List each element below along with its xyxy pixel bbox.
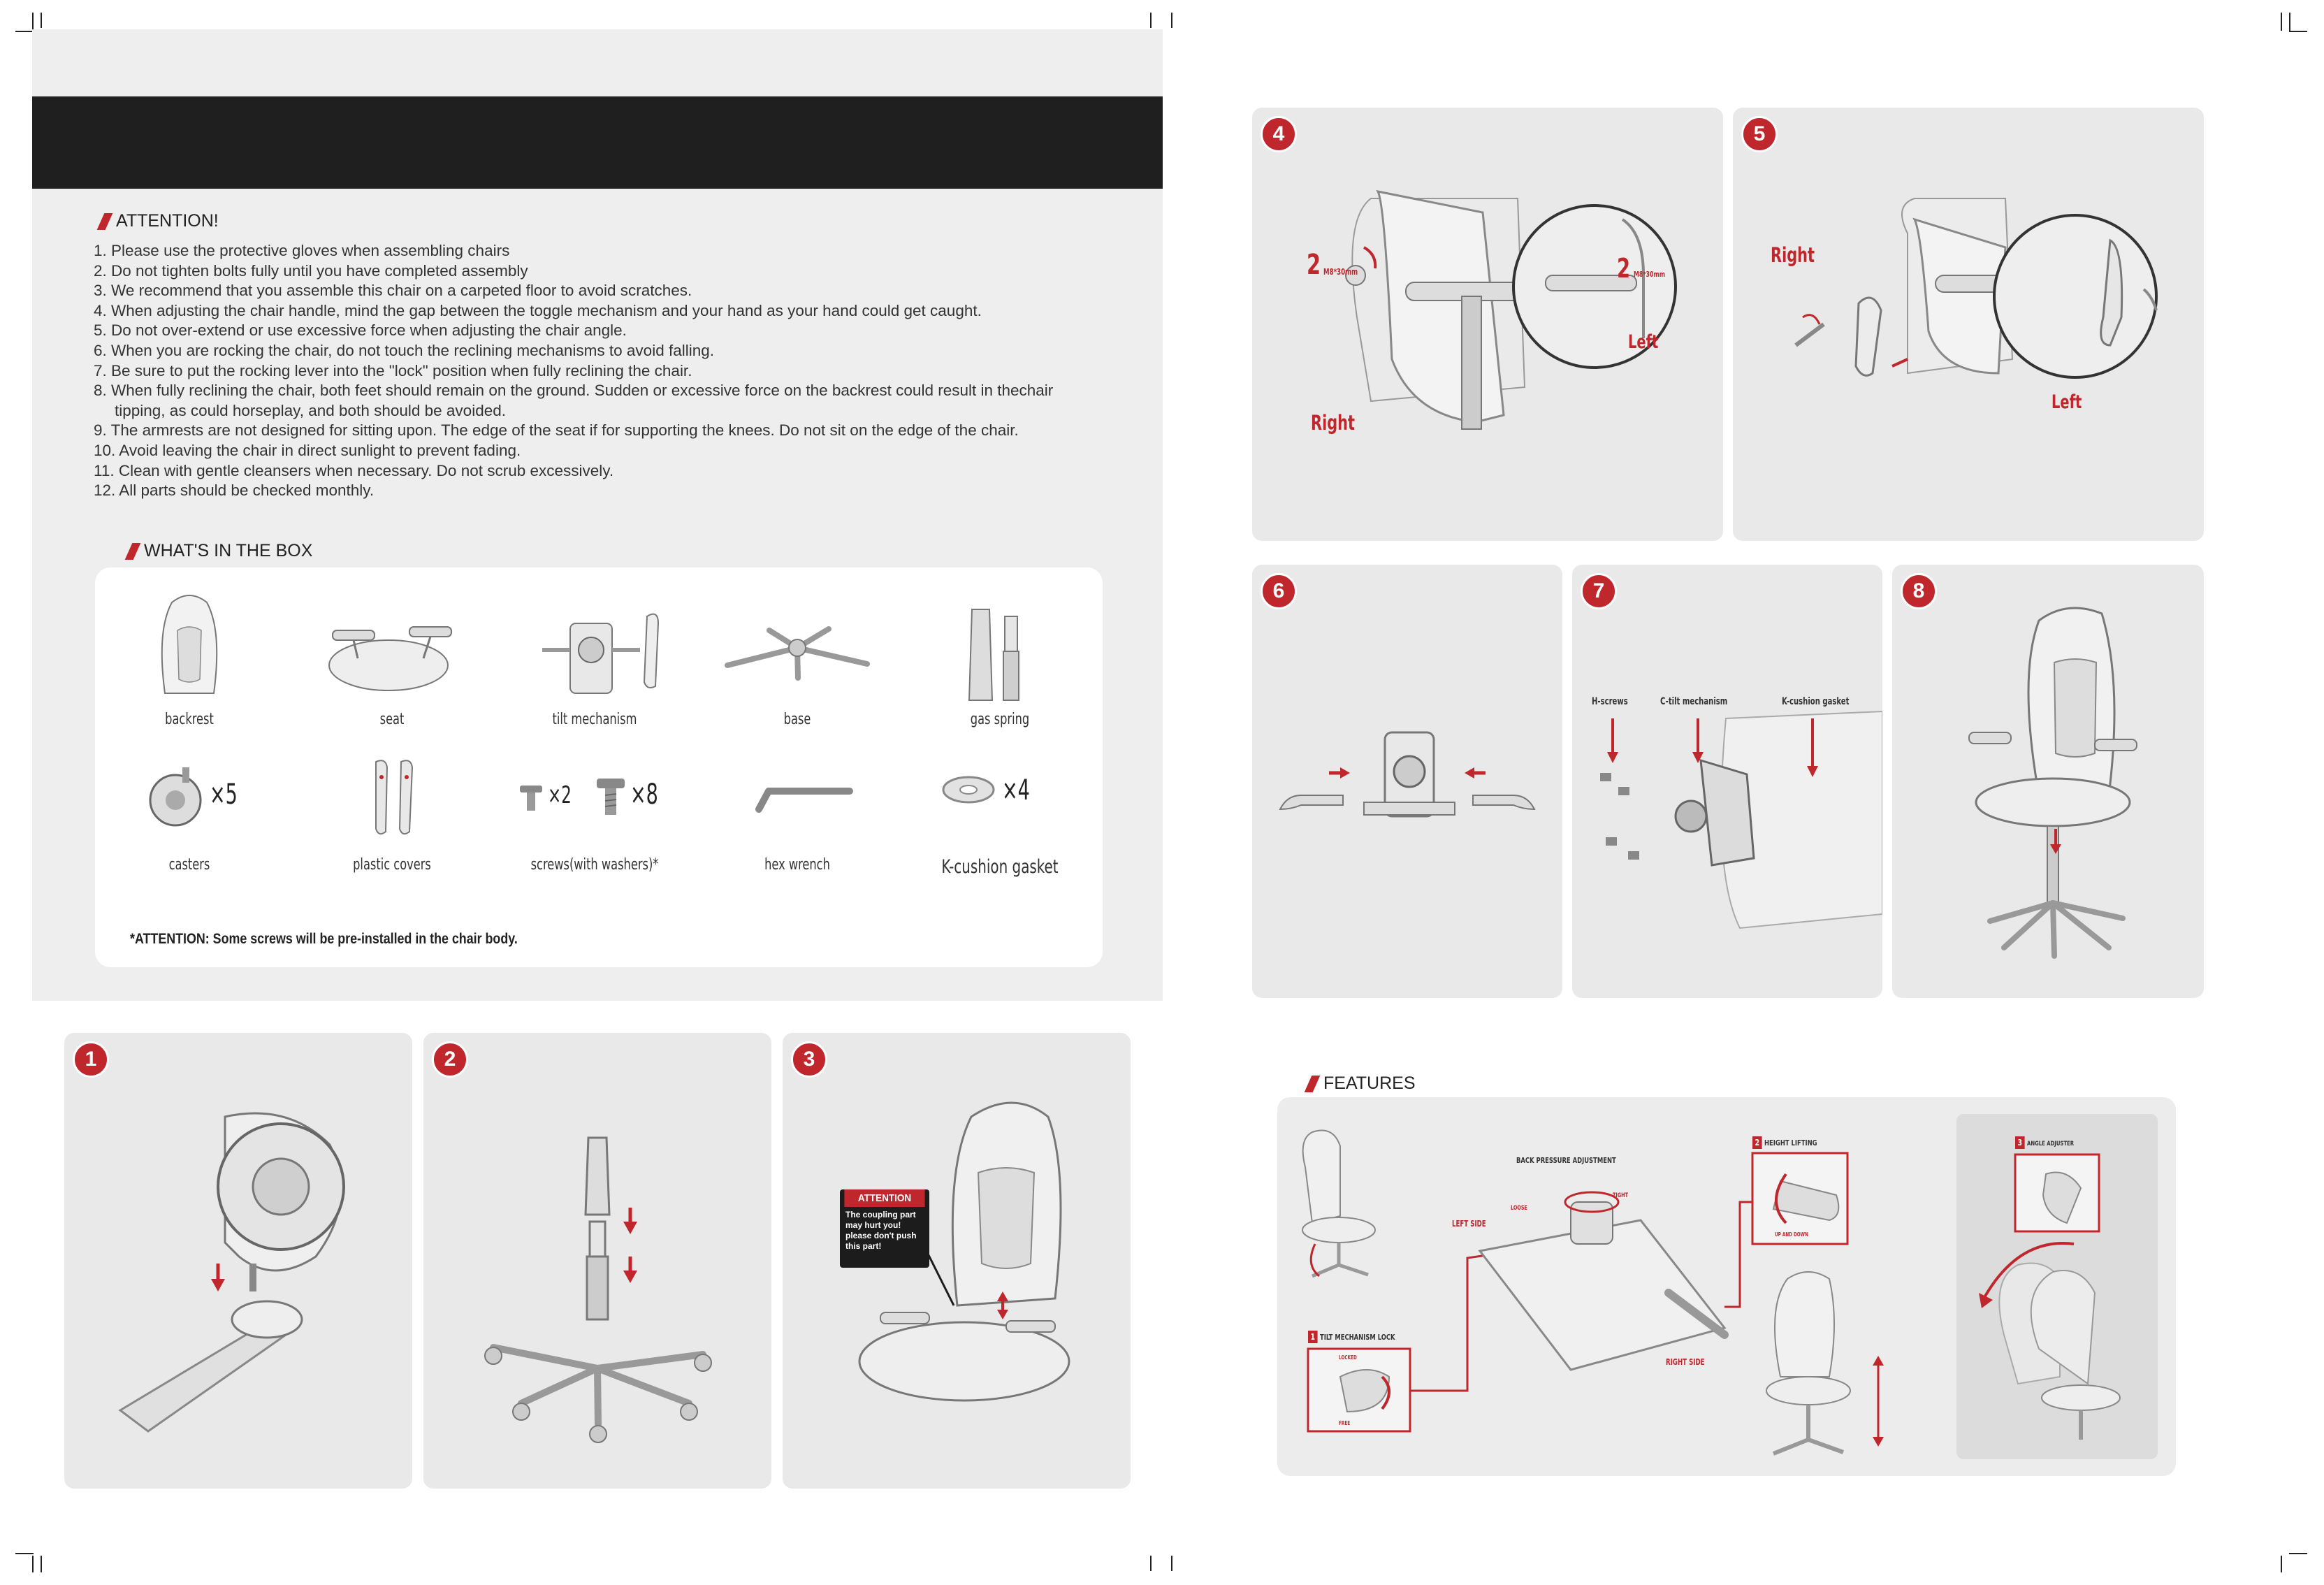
backrest-illustration [161,595,218,694]
features-illustration [1302,1129,2121,1456]
left-side-label: LEFT SIDE [1452,1219,1486,1229]
step-number-badge: 8 [1901,573,1937,609]
h-screws-label: H-screws [1592,696,1628,707]
box-item-casters: ×5 casters [95,734,284,874]
header-bar [32,96,1163,189]
step-number-badge: 2 [432,1041,468,1078]
caster-illustration [149,767,202,827]
caster-insert-illustration [118,1112,345,1433]
list-item: 5. Do not over-extend or use excessive f… [94,321,627,340]
right-label: Right [1311,411,1356,435]
step-4-panel: 2 M8*30mm 2 M8*30mm Right Left 4 [1252,108,1723,541]
right-side-label: RIGHT SIDE [1666,1357,1705,1367]
list-item: 4. When adjusting the chair handle, mind… [94,301,982,319]
screw-spec-right: M8*30mm [1634,270,1666,279]
free-label: FREE [1339,1420,1351,1426]
seat-illustration [328,626,452,691]
step-number-badge: 3 [791,1041,827,1078]
backrest-attach-illustration [858,1101,1070,1402]
screw-quantity-small: ×2 [548,781,572,809]
box-item-backrest: backrest [95,588,284,728]
step-number-badge: 6 [1261,573,1297,609]
screw-illustration [520,779,625,815]
list-item: 2. Do not tighten bolts fully until you … [94,261,528,280]
step-1-panel: 1 [64,1033,412,1489]
list-item: 8. When fully reclining the chair, both … [94,382,1054,419]
box-contents-panel: backrest seat tilt mechanism [95,567,1103,967]
locked-label: LOCKED [1339,1354,1357,1361]
left-label: Left [1628,331,1659,353]
base-illustration [725,626,870,681]
tight-label: TIGHT [1613,1192,1628,1199]
screw-qty-right: 2 [1617,253,1631,284]
gas-spring-insert-illustration [484,1136,712,1443]
hex-wrench-illustration [755,788,853,813]
step-7-panel: H-screws C-tilt mechanism K-cushion gask… [1572,565,1882,998]
box-note: *ATTENTION: Some screws will be pre-inst… [130,931,518,947]
caster-quantity: ×5 [210,779,238,811]
slash-icon [1304,1075,1321,1092]
step-8-panel: 8 [1892,565,2204,998]
step-2-panel: 2 [423,1033,771,1489]
cover-attach-illustration [1794,198,2158,379]
list-item: 9. The armrests are not designed for sit… [94,421,1019,440]
step-6-panel: 6 [1252,565,1562,998]
box-item-screws: ×2 ×8 screws(with washers)* [500,734,689,874]
gas-spring-illustration [968,609,1019,701]
box-item-tilt-mechanism: tilt mechanism [500,588,689,728]
box-item-hex-wrench: hex wrench [703,734,892,874]
box-item-seat: seat [298,588,486,728]
attention-callout: ATTENTION The coupling part may hurt you… [840,1189,929,1268]
step-number-badge: 5 [1741,116,1778,152]
back-pressure-label: BACK PRESSURE ADJUSTMENT [1516,1156,1616,1165]
box-heading: WHAT'S IN THE BOX [124,541,312,561]
screw-spec-left: M8*30mm [1323,267,1358,277]
k-cushion-label: K-cushion gasket [1782,696,1850,707]
list-item: 1. Please use the protective gloves when… [94,242,510,259]
tilt-mechanism-illustration [542,613,660,694]
list-item: 10. Avoid leaving the chair in direct su… [94,441,521,459]
up-down-label: UP AND DOWN [1775,1231,1808,1238]
features-panel: BACK PRESSURE ADJUSTMENT LEFT SIDE RIGHT… [1277,1097,2176,1476]
list-item: 7. Be sure to put the rocking lever into… [94,361,692,379]
tilt-mechanism-mount-illustration [1600,710,1882,929]
left-label: Left [2051,391,2082,413]
box-item-base: base [703,588,892,728]
step-number-badge: 1 [73,1041,109,1078]
attention-list: 1. Please use the protective gloves when… [94,241,1142,501]
step-5-panel: Right Left 5 [1733,108,2204,541]
list-item: 6. When you are rocking the chair, do no… [94,341,714,359]
box-item-plastic-covers: plastic covers [298,734,486,874]
armrest-screw-illustration [1345,189,1677,430]
step-3-panel: ATTENTION The coupling part may hurt you… [783,1033,1131,1489]
finished-chair-illustration [1968,607,2137,959]
step-number-badge: 4 [1261,116,1297,152]
list-item: 3. We recommend that you assemble this c… [94,282,692,300]
gasket-illustration [942,776,995,804]
screw-quantity-large: ×8 [630,779,658,811]
box-item-gas-spring: gas spring [906,588,1094,728]
attention-heading: ATTENTION! [96,211,219,231]
plastic-covers-illustration [375,760,414,835]
gasket-quantity: ×4 [1002,774,1030,806]
loose-label: LOOSE [1511,1205,1527,1212]
step-number-badge: 7 [1581,573,1617,609]
list-item: 11. Clean with gentle cleansers when nec… [94,461,614,479]
list-item: 12. All parts should be checked monthly. [94,482,375,500]
c-tilt-label: C-tilt mechanism [1660,696,1728,707]
right-label: Right [1771,243,1815,267]
box-item-k-cushion-gasket: ×4 K-cushion gasket [906,734,1094,878]
screw-qty-left: 2 [1307,249,1321,281]
features-heading: FEATURES [1304,1073,1416,1094]
tilt-handle-illustration [1279,731,1536,818]
